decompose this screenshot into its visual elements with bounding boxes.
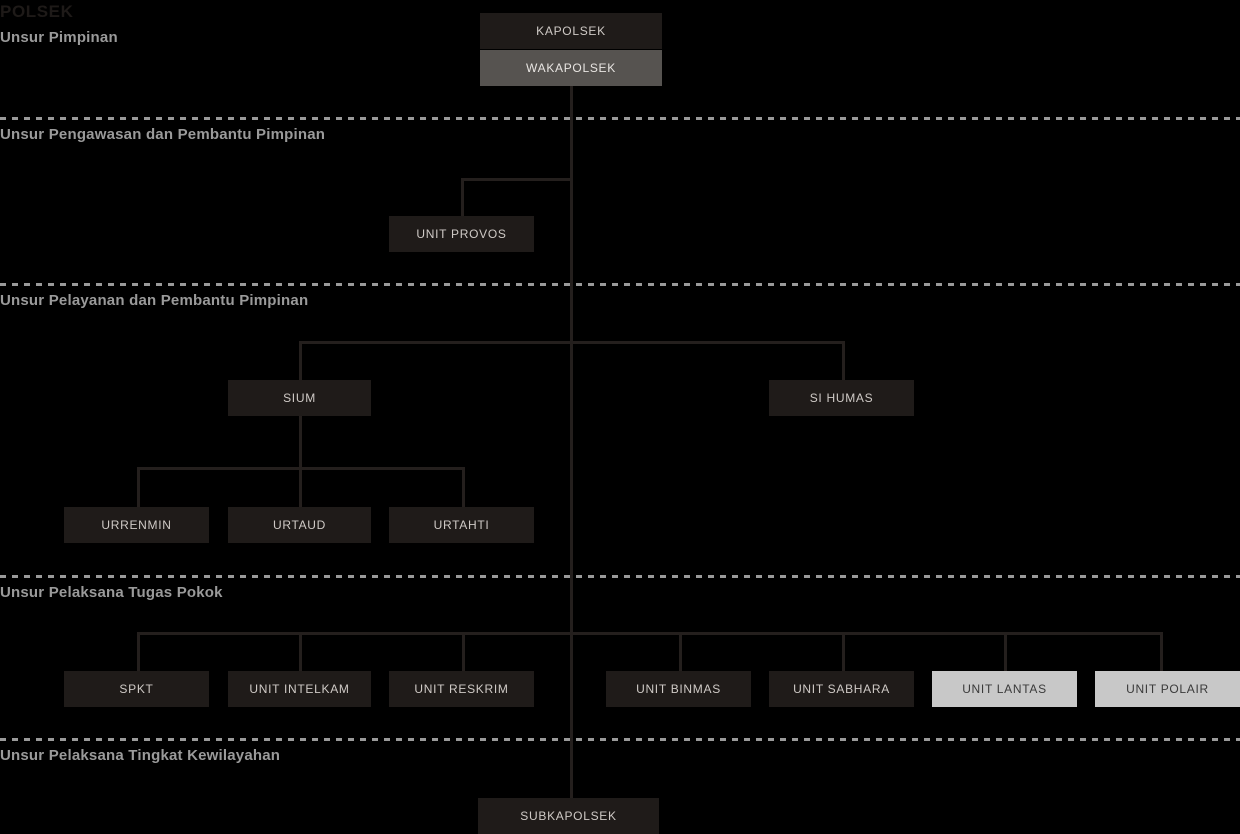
connector-reskrim-vertical [462,632,465,672]
connector-provos-horizontal [461,178,573,181]
node-wakapolsek[interactable]: WAKAPOLSEK [480,50,662,86]
connector-provos-vertical [461,178,464,218]
connector-urrenmin-vertical [137,467,140,507]
section-divider-3 [0,575,1240,578]
node-subkapolsek[interactable]: SUBKAPOLSEK [478,798,659,834]
page-title: POLSEK [0,2,74,21]
connector-urtahti-vertical [462,467,465,507]
node-unit-binmas[interactable]: UNIT BINMAS [606,671,751,707]
node-unit-sabhara[interactable]: UNIT SABHARA [769,671,914,707]
section-divider-1 [0,117,1240,120]
node-unit-provos[interactable]: UNIT PROVOS [389,216,534,252]
node-urtaud[interactable]: URTAUD [228,507,371,543]
node-unit-lantas[interactable]: UNIT LANTAS [932,671,1077,707]
node-unit-polair[interactable]: UNIT POLAIR [1095,671,1240,707]
connector-spkt-vertical [137,632,140,672]
section-label-unsur-pelaksana-tugas: Unsur Pelaksana Tugas Pokok [0,584,223,601]
trunk-line-lower [570,633,573,800]
trunk-line-main [570,85,573,633]
node-urtahti[interactable]: URTAHTI [389,507,534,543]
connector-binmas-vertical [679,632,682,672]
section-label-unsur-pelaksana-kewilayahan: Unsur Pelaksana Tingkat Kewilayahan [0,747,281,764]
section-divider-4 [0,738,1240,741]
node-unit-reskrim[interactable]: UNIT RESKRIM [389,671,534,707]
section-label-unsur-pengawasan: Unsur Pengawasan dan Pembantu Pimpinan [0,126,326,143]
section-label-unsur-pelayanan: Unsur Pelayanan dan Pembantu Pimpinan [0,292,309,309]
connector-sabhara-vertical [842,632,845,672]
connector-sium-vertical [299,341,302,382]
connector-pelaksana-horizontal [137,632,1162,635]
connector-polair-vertical [1160,632,1163,672]
connector-urtaud-vertical [299,467,302,507]
connector-sihumas-vertical [842,341,845,382]
section-divider-2 [0,283,1240,286]
connector-sium-down [299,416,302,468]
node-sium[interactable]: SIUM [228,380,371,416]
section-label-unsur-pimpinan: Unsur Pimpinan [0,29,118,46]
node-si-humas[interactable]: SI HUMAS [769,380,914,416]
connector-lantas-vertical [1004,632,1007,672]
node-unit-intelkam[interactable]: UNIT INTELKAM [228,671,371,707]
connector-pelayanan-horizontal [299,341,845,344]
node-kapolsek[interactable]: KAPOLSEK [480,13,662,49]
connector-intelkam-vertical [299,632,302,672]
node-urrenmin[interactable]: URRENMIN [64,507,209,543]
node-spkt[interactable]: SPKT [64,671,209,707]
